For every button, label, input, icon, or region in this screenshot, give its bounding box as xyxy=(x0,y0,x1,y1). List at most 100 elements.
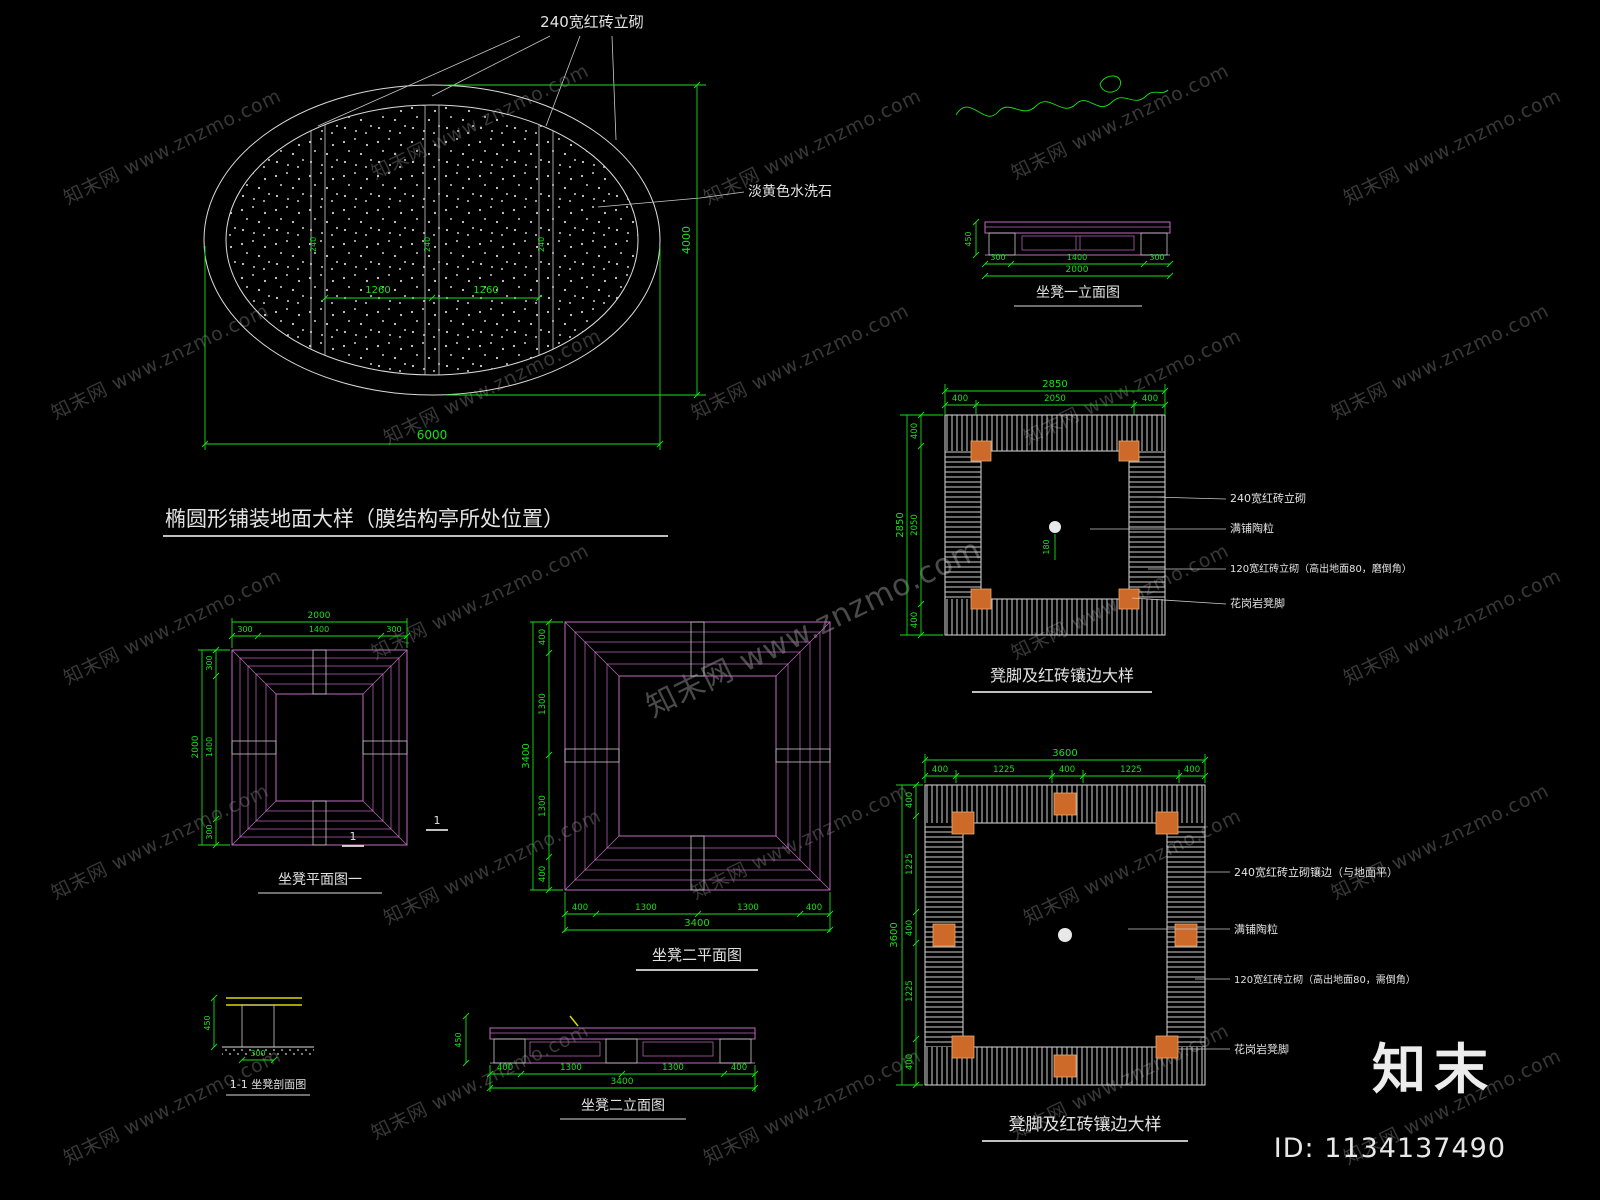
dim: 400 xyxy=(905,920,915,936)
band-width-dim: 240 xyxy=(309,237,318,252)
center-dim: 180 xyxy=(1042,539,1051,554)
dim: 300 xyxy=(237,625,252,634)
edge1-label: 240宽红砖立砌 xyxy=(1230,491,1306,505)
total-dim: 2000 xyxy=(1066,265,1089,275)
ellipse-plan-title: 椭圆形铺装地面大样（膜结构亭所处位置） xyxy=(165,507,564,531)
bench1-plan-title: 坐凳平面图一 xyxy=(278,872,362,888)
total-dim: 2850 xyxy=(895,512,906,537)
dim: 1300 xyxy=(635,903,657,913)
dim: 1400 xyxy=(205,737,214,757)
height-dim: 4000 xyxy=(680,226,693,254)
ellipse-paving-plan: 240宽红砖立砌 淡黄色水洗石 240 240 240 1260 1260 40… xyxy=(163,13,832,537)
bench1-elevation: 450 300 1400 300 2000 坐凳一立面图 xyxy=(964,218,1174,307)
bench1-elev-title: 坐凳一立面图 xyxy=(1036,285,1120,301)
total-dim: 3600 xyxy=(1052,748,1077,759)
stone-label: 淡黄色水洗石 xyxy=(748,183,832,200)
granite-foot-block xyxy=(1118,588,1140,610)
dim: 300 xyxy=(250,1049,265,1058)
edge1-label: 120宽红砖立砌（高出地面80，磨倒角） xyxy=(1230,562,1412,575)
dim: 450 xyxy=(454,1032,463,1047)
dim: 1300 xyxy=(538,795,548,817)
dim: 400 xyxy=(932,765,948,775)
width-dim: 6000 xyxy=(417,428,448,442)
dim: 1400 xyxy=(309,625,329,634)
center-drain xyxy=(1058,928,1072,942)
bench2-plan-title: 坐凳二平面图 xyxy=(652,946,742,964)
center-drain xyxy=(1049,521,1061,533)
total-dim: 3600 xyxy=(889,922,900,947)
section-marker: 1 xyxy=(434,814,441,827)
edge2-label: 花岗岩凳脚 xyxy=(1234,1042,1289,1056)
dim: 400 xyxy=(538,629,548,645)
band-width-dim: 240 xyxy=(537,237,546,252)
edge-detail-1: 180 240宽红砖立砌 满铺陶粒 120宽红砖立砌（高出地面80，磨倒角） 花… xyxy=(895,379,1412,693)
granite-foot-block xyxy=(1118,440,1140,462)
brick-bands xyxy=(310,105,554,375)
bench2-plan: 400 1300 1300 400 3400 400 1300 1300 400… xyxy=(521,618,834,971)
total-dim: 3400 xyxy=(684,918,709,929)
dim: 400 xyxy=(497,1063,513,1073)
dim: 400 xyxy=(905,792,915,808)
edge2-title: 凳脚及红砖镶边大样 xyxy=(1009,1114,1162,1135)
dim: 400 xyxy=(572,903,588,913)
dim: 1300 xyxy=(538,693,548,715)
bench2-elevation: 450 400 1300 1300 400 3400 坐凳二立面图 xyxy=(454,1012,759,1120)
site-logo: 知末 xyxy=(1372,1038,1496,1101)
dim: 300 xyxy=(386,625,401,634)
dim: 400 xyxy=(806,903,822,913)
bench2-elev-title: 坐凳二立面图 xyxy=(581,1098,665,1114)
edge1-label: 满铺陶粒 xyxy=(1230,521,1274,535)
bench1-plan: 300 1400 300 2000 300 1400 300 2000 1 1 … xyxy=(191,611,448,894)
granite-foot-block xyxy=(932,923,956,947)
total-dim: 3400 xyxy=(611,1077,634,1087)
section-marker: 1 xyxy=(350,830,357,843)
dim: 400 xyxy=(910,612,920,628)
dim: 2050 xyxy=(910,514,920,536)
dim: 1300 xyxy=(737,903,759,913)
edge2-label: 满铺陶粒 xyxy=(1234,922,1278,936)
dim: 300 xyxy=(205,824,214,839)
dim: 1225 xyxy=(993,765,1015,775)
dim: 300 xyxy=(205,655,214,670)
granite-foot-block xyxy=(1155,1035,1179,1059)
dim: 400 xyxy=(731,1063,747,1073)
dim: 1400 xyxy=(1067,253,1087,262)
gap-dim: 1260 xyxy=(473,285,498,296)
dim: 1300 xyxy=(560,1063,582,1073)
section-1-1: 450 300 1-1 坐凳剖面图 xyxy=(203,994,314,1096)
dim: 1225 xyxy=(1120,765,1142,775)
band-width-dim: 240 xyxy=(423,237,432,252)
dim: 400 xyxy=(952,394,968,404)
granite-foot-block xyxy=(970,588,992,610)
dim: 1225 xyxy=(905,853,915,875)
edge2-label: 240宽红砖立砌镶边（与地面平） xyxy=(1234,865,1398,879)
gap-dim: 1260 xyxy=(365,285,390,296)
dim: 1300 xyxy=(662,1063,684,1073)
dim: 2050 xyxy=(1044,394,1066,404)
edge1-title: 凳脚及红砖镶边大样 xyxy=(990,666,1134,685)
dim: 400 xyxy=(1059,765,1075,775)
dim: 400 xyxy=(905,1054,915,1070)
granite-foot-block xyxy=(970,440,992,462)
dim: 400 xyxy=(1142,394,1158,404)
granite-foot-block xyxy=(1155,811,1179,835)
granite-foot-block xyxy=(951,811,975,835)
brick-band-label: 240宽红砖立砌 xyxy=(540,13,644,31)
bench1-height-dim: 450 xyxy=(964,231,973,246)
edge-detail-2: 240宽红砖立砌镶边（与地面平） 满铺陶粒 120宽红砖立砌（高出地面80，需倒… xyxy=(889,748,1416,1142)
granite-foot-block xyxy=(1174,923,1198,947)
total-dim: 2850 xyxy=(1042,379,1067,390)
section11-title: 1-1 坐凳剖面图 xyxy=(230,1077,306,1091)
granite-foot-block xyxy=(1053,792,1077,816)
total-dim: 2000 xyxy=(308,611,331,621)
dim: 400 xyxy=(538,866,548,882)
dim: 300 xyxy=(1149,253,1164,262)
dim: 450 xyxy=(203,1015,212,1030)
image-id: ID: 1134137490 xyxy=(1273,1133,1506,1164)
edge2-label: 120宽红砖立砌（高出地面80，需倒角） xyxy=(1234,973,1416,986)
dim: 300 xyxy=(990,253,1005,262)
dim: 1225 xyxy=(905,980,915,1002)
dim: 400 xyxy=(910,423,920,439)
